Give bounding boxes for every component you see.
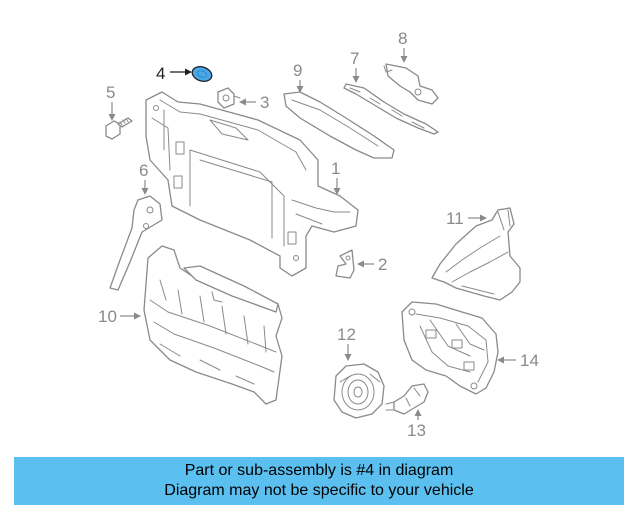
banner-line-part: Part or sub-assembly is #4 in diagram [184, 462, 454, 479]
svg-text:1: 1 [331, 159, 340, 178]
callout-13: 13 [407, 409, 426, 440]
callout-2: 2 [357, 255, 387, 274]
callout-1: 1 [331, 159, 341, 195]
callout-5: 5 [106, 83, 116, 121]
part-2[interactable] [335, 249, 355, 279]
callout-3: 3 [239, 93, 269, 112]
svg-text:5: 5 [106, 83, 115, 102]
banner-line-disclaimer: Diagram may not be specific to your vehi… [164, 482, 474, 499]
callout-12: 12 [337, 325, 356, 361]
info-banner: Part or sub-assembly is #4 in diagram Di… [14, 457, 624, 505]
callout-8: 8 [398, 29, 408, 63]
part-7[interactable] [343, 83, 439, 135]
svg-text:7: 7 [350, 49, 359, 68]
svg-text:4: 4 [156, 64, 165, 83]
svg-text:2: 2 [378, 255, 387, 274]
svg-text:6: 6 [139, 161, 148, 180]
svg-text:3: 3 [260, 93, 269, 112]
part-1[interactable] [145, 91, 359, 277]
part-10[interactable] [143, 245, 283, 405]
part-9[interactable] [283, 91, 395, 159]
svg-text:9: 9 [293, 61, 302, 80]
part-11[interactable] [431, 207, 521, 301]
part-12[interactable] [333, 363, 385, 419]
callout-7: 7 [350, 49, 360, 83]
part-5[interactable] [105, 117, 133, 140]
callout-10: 10 [98, 307, 141, 326]
parts-diagram: 4 5 3 1 [98, 29, 539, 440]
svg-text:13: 13 [407, 421, 426, 440]
callout-9: 9 [293, 61, 304, 93]
part-8[interactable] [383, 63, 439, 105]
callout-11: 11 [446, 209, 487, 228]
svg-text:8: 8 [398, 29, 407, 48]
part-13[interactable] [385, 383, 429, 415]
part-14[interactable] [401, 301, 499, 395]
svg-text:14: 14 [520, 351, 539, 370]
part-4[interactable] [190, 64, 213, 83]
svg-text:11: 11 [446, 209, 464, 228]
part-6[interactable] [109, 195, 163, 291]
callout-14: 14 [497, 351, 539, 370]
svg-text:10: 10 [98, 307, 117, 326]
svg-text:12: 12 [337, 325, 356, 344]
part-3[interactable] [217, 87, 241, 109]
callout-6: 6 [139, 161, 149, 195]
callout-4: 4 [156, 64, 192, 83]
